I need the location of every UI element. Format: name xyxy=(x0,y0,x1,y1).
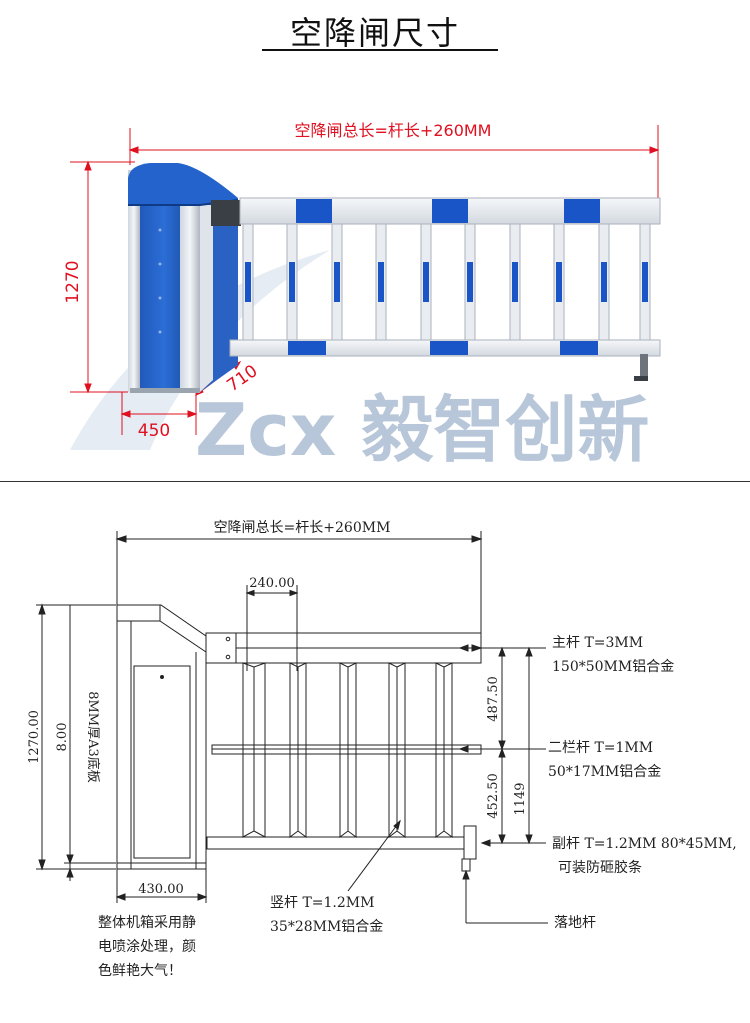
second-rail xyxy=(211,744,482,755)
product-illustration: Zcx 毅智创新 空降闸总长=杆长+260MM 1270 450 710 xyxy=(63,121,661,472)
height-label: 1270 xyxy=(63,260,83,303)
drawing-height-dimension xyxy=(36,603,116,871)
main-bar-label: 主杆 T=3MM xyxy=(552,635,643,651)
plate-label: 8MM厚A3底板 xyxy=(85,691,101,783)
cabinet-note-line2: 电喷涂处理，颜 xyxy=(98,939,196,955)
technical-drawing: 空降闸总长=杆长+260MM 240.00 1270.00 8.00 8MM厚A… xyxy=(27,520,737,979)
vertical-bar-spec: 35*28MM铝合金 xyxy=(270,919,383,935)
sub-bar-spec: 可装防砸胶条 xyxy=(558,859,642,876)
width-label: 450 xyxy=(138,421,170,441)
total-length-label: 空降闸总长=杆长+260MM xyxy=(295,121,492,140)
ground-bar-label: 落地杆 xyxy=(554,915,596,931)
height-dimension xyxy=(70,160,135,394)
barrier-cabinet xyxy=(128,163,239,393)
title-underline xyxy=(262,49,498,51)
dim-1149-label: 1149 xyxy=(513,782,528,815)
width-dimension xyxy=(120,392,198,435)
cabinet-width-dimension xyxy=(115,869,208,903)
plate-thickness-dimension xyxy=(64,605,116,881)
drawing-total-length-label: 空降闸总长=杆长+260MM xyxy=(214,520,391,536)
leader-lines xyxy=(347,644,548,924)
cabinet-note-line1: 整体机箱采用静 xyxy=(98,915,196,931)
drawing-cabinet xyxy=(116,604,207,870)
sub-bar xyxy=(206,825,477,872)
drawing-total-length-dimension xyxy=(115,531,483,633)
vertical-bars xyxy=(242,662,453,838)
sub-bar-label: 副杆 T=1.2MM 80*45MM, xyxy=(552,836,737,852)
section-divider xyxy=(0,481,750,482)
second-bar-label: 二栏杆 T=1MM xyxy=(548,740,653,756)
boom-fence xyxy=(211,197,661,381)
drawing-height-label: 1270.00 xyxy=(27,710,42,764)
dim-487-label: 487.50 xyxy=(486,676,501,722)
fence-verticals xyxy=(242,223,651,341)
cabinet-note-line3: 色鲜艳大气！ xyxy=(98,962,182,979)
page-title: 空降闸尺寸 xyxy=(289,14,460,52)
second-bar-spec: 50*17MM铝合金 xyxy=(548,764,661,780)
total-length-dimension xyxy=(128,125,660,198)
spacing-label: 240.00 xyxy=(249,576,295,591)
plate-thickness-label: 8.00 xyxy=(55,723,70,752)
main-bar-spec: 150*50MM铝合金 xyxy=(552,659,674,675)
cabinet-width-label: 430.00 xyxy=(138,882,184,897)
watermark-text: Zcx 毅智创新 xyxy=(195,388,649,472)
spacing-dimension xyxy=(245,585,299,671)
dim-452-label: 452.50 xyxy=(486,773,501,819)
vertical-bar-label: 竖杆 T=1.2MM xyxy=(270,895,374,911)
